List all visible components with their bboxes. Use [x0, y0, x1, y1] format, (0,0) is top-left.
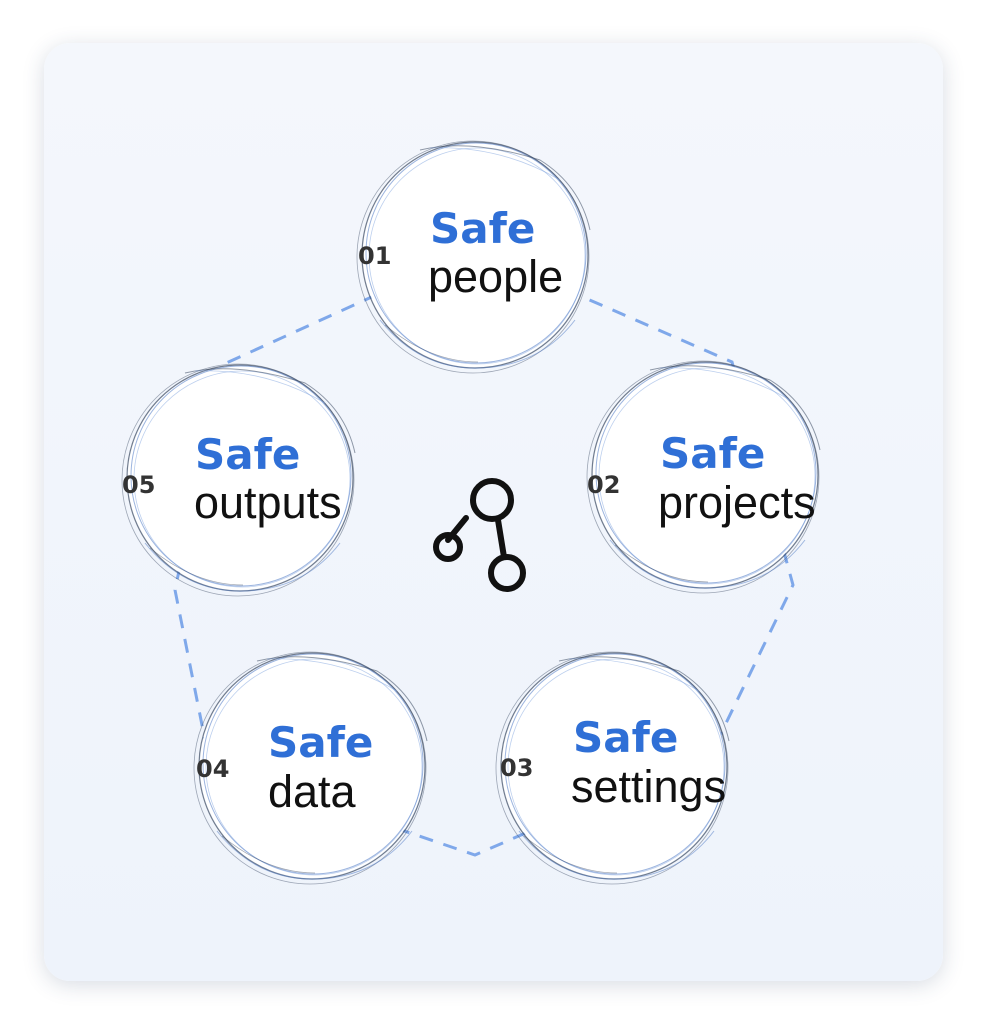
node-keyword: Safe	[195, 430, 300, 479]
node-02: 02 Safe projects	[586, 360, 821, 594]
node-label: projects	[658, 477, 816, 528]
node-keyword: Safe	[660, 429, 765, 478]
node-04: 04 Safe data	[193, 651, 428, 885]
circle-ring-04	[193, 651, 428, 885]
node-label: data	[268, 766, 357, 817]
node-label: people	[428, 251, 563, 302]
node-01: 01 Safe people	[356, 140, 591, 374]
circle-ring-01	[356, 140, 591, 374]
node-03: 03 Safe settings	[495, 651, 730, 885]
node-05: 05 Safe outputs	[121, 363, 356, 597]
node-label: outputs	[194, 477, 342, 528]
circle-ring-05	[121, 363, 356, 597]
node-keyword: Safe	[573, 713, 678, 762]
node-keyword: Safe	[268, 718, 373, 767]
network-icon	[433, 478, 526, 592]
node-number: 02	[587, 471, 620, 499]
circle-ring-02	[586, 360, 821, 594]
node-keyword: Safe	[430, 204, 535, 253]
node-number: 05	[122, 471, 155, 499]
node-number: 04	[196, 755, 229, 783]
circle-ring-03	[495, 651, 730, 885]
node-number: 03	[500, 754, 533, 782]
node-number: 01	[358, 242, 391, 270]
node-label: settings	[571, 761, 726, 812]
